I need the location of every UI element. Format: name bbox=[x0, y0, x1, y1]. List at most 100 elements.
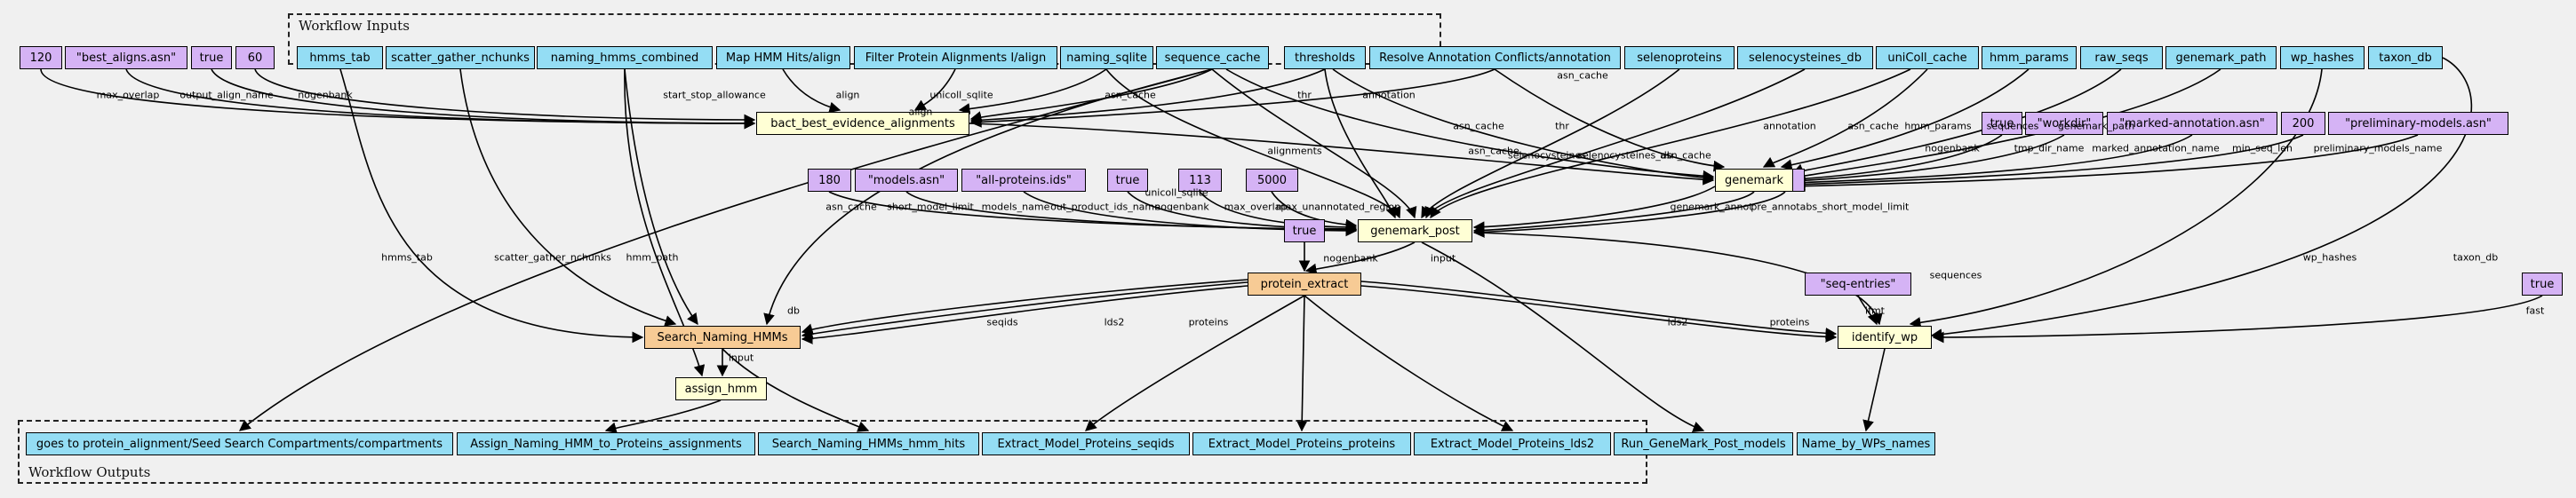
const-models-asn[interactable]: "models.asn" bbox=[855, 169, 958, 192]
edge-200-gm bbox=[1793, 134, 2304, 190]
label-alignments: alignments bbox=[1267, 145, 1322, 157]
label-preliminary-models-name: preliminary_models_name bbox=[2313, 142, 2443, 154]
label-seqids: seqids bbox=[986, 316, 1018, 328]
input-filter-protein-alignments[interactable]: Filter Protein Alignments I/align bbox=[854, 46, 1057, 69]
output-search-naming-hmms-hits[interactable]: Search_Naming_HMMs_hmm_hits bbox=[758, 432, 979, 455]
label-taxon-db: taxon_db bbox=[2452, 251, 2499, 264]
edge-filter-bact bbox=[913, 68, 956, 111]
const-true-2[interactable]: true bbox=[1982, 112, 2022, 135]
const-true-3[interactable]: true bbox=[1107, 169, 1148, 192]
label-nogenbank-gm: nogenbank bbox=[1925, 142, 1980, 154]
const-workdir[interactable]: "workdir" bbox=[2025, 112, 2103, 135]
step-bact-best-evidence-alignments[interactable]: bact_best_evidence_alignments bbox=[756, 112, 969, 135]
input-selenocysteines-db[interactable]: selenocysteines_db bbox=[1737, 46, 1873, 69]
input-naming-hmms-combined[interactable]: naming_hmms_combined bbox=[537, 46, 713, 69]
input-raw-seqs[interactable]: raw_seqs bbox=[2080, 46, 2163, 69]
const-all-proteins[interactable]: "all-proteins.ids" bbox=[961, 169, 1086, 192]
label-genemark-path: genemark_path bbox=[2057, 120, 2135, 132]
input-hmm-params[interactable]: hmm_params bbox=[1982, 46, 2077, 69]
edge-thresholds-gm bbox=[1332, 68, 1715, 184]
const-5000[interactable]: 5000 bbox=[1246, 169, 1298, 192]
input-map-hmm-hits[interactable]: Map HMM Hits/align bbox=[716, 46, 850, 69]
output-extract-model-proteins-lds2[interactable]: Extract_Model_Proteins_lds2 bbox=[1414, 432, 1611, 455]
edge-5000-post bbox=[1271, 191, 1358, 231]
output-protein-alignment-compartments[interactable]: goes to protein_alignment/Seed Search Co… bbox=[26, 432, 453, 455]
label-marked-annotation-name: marked_annotation_name bbox=[2092, 142, 2220, 154]
edge-scatter-search bbox=[459, 68, 677, 327]
const-marked-annotation[interactable]: "marked-annotation.asn" bbox=[2107, 112, 2277, 135]
input-sequence-cache[interactable]: sequence_cache bbox=[1156, 46, 1269, 69]
const-preliminary-models[interactable]: "preliminary-models.asn" bbox=[2328, 112, 2508, 135]
step-genemark[interactable]: genemark bbox=[1715, 169, 1793, 192]
const-200[interactable]: 200 bbox=[2281, 112, 2325, 135]
label-selenocysteines: selenocysteines bbox=[1508, 149, 1586, 162]
edge-taxon-wp bbox=[1930, 57, 2473, 340]
input-unicoll-cache[interactable]: uniColl_cache bbox=[1876, 46, 1979, 69]
input-thresholds[interactable]: thresholds bbox=[1284, 46, 1366, 69]
edge-113-post bbox=[1199, 191, 1358, 233]
const-60-a[interactable]: 60 bbox=[235, 46, 275, 69]
edge-marked-gm bbox=[1793, 134, 2193, 188]
label-hmm-params: hmm_params bbox=[1904, 120, 1972, 132]
label-start-stop-allowance: start_stop_allowance bbox=[663, 89, 766, 101]
label-asn-cache-gm2: asn_cache bbox=[1847, 120, 1899, 132]
edge-post-wp bbox=[1473, 232, 1883, 326]
label-sequences-gm: sequences bbox=[1986, 120, 2039, 132]
step-protein-extract[interactable]: protein_extract bbox=[1248, 273, 1361, 296]
edge-prelim-gm bbox=[1793, 134, 2419, 192]
const-best-aligns[interactable]: "best_aligns.asn" bbox=[65, 46, 187, 69]
input-taxon-db[interactable]: taxon_db bbox=[2368, 46, 2443, 69]
input-naming-sqlite[interactable]: naming_sqlite bbox=[1060, 46, 1153, 69]
edge-unicoll-gm bbox=[1762, 68, 1928, 168]
edge-naminghmms-search bbox=[624, 68, 698, 326]
input-genemark-path[interactable]: genemark_path bbox=[2165, 46, 2277, 69]
step-genemark-post[interactable]: genemark_post bbox=[1358, 219, 1472, 242]
edge-seqcache-bact bbox=[969, 68, 1213, 123]
output-extract-model-proteins-proteins[interactable]: Extract_Model_Proteins_proteins bbox=[1192, 432, 1411, 455]
input-scatter-gather-nchunks[interactable]: scatter_gather_nchunks bbox=[386, 46, 535, 69]
label-tmp-dir-name: tmp_dir_name bbox=[2014, 142, 2085, 154]
input-selenoproteins[interactable]: selenoproteins bbox=[1624, 46, 1735, 69]
step-identify-wp[interactable]: identify_wp bbox=[1838, 326, 1932, 349]
edge-thresholds-post bbox=[1324, 68, 1397, 219]
step-search-naming-hmms[interactable]: Search_Naming_HMMs bbox=[644, 326, 801, 349]
label-thr-bact: thr bbox=[1297, 89, 1312, 101]
input-resolve-annotation-conflicts[interactable]: Resolve Annotation Conflicts/annotation bbox=[1369, 46, 1621, 69]
label-db: db bbox=[787, 304, 800, 317]
edge-true2-gm bbox=[1793, 134, 2003, 185]
const-true-4[interactable]: true bbox=[1284, 219, 1325, 242]
const-113[interactable]: 113 bbox=[1178, 169, 1222, 192]
edge-unicoll-post bbox=[1430, 68, 1911, 219]
input-wp-hashes[interactable]: wp_hashes bbox=[2280, 46, 2365, 69]
output-extract-model-proteins-seqids[interactable]: Extract_Model_Proteins_seqids bbox=[982, 432, 1190, 455]
label-pre-annot: pre_annot bbox=[1751, 201, 1800, 213]
label-hmm-path: hmm_path bbox=[626, 251, 679, 264]
label-asn-cache-top: asn_cache bbox=[1557, 69, 1608, 82]
edge-rawseqs-gm bbox=[1791, 68, 2122, 175]
edge-selenoproteins-post bbox=[1421, 68, 1680, 219]
edge-protein-out-proteins bbox=[1296, 295, 1308, 432]
edge-maphmm-bact bbox=[782, 68, 841, 114]
output-assign-naming-hmm[interactable]: Assign_Naming_HMM_to_Proteins_assignment… bbox=[457, 432, 755, 455]
edge-wphashes-wp bbox=[1909, 68, 2323, 328]
const-true-1[interactable]: true bbox=[191, 46, 232, 69]
label-max-overlap: max_overlap bbox=[96, 89, 160, 101]
edge-60a-bact bbox=[254, 68, 756, 126]
label-unicoll-sqlite-post: unicoll_sqlite bbox=[1144, 186, 1208, 199]
const-180[interactable]: 180 bbox=[808, 169, 851, 192]
edge-true5-wp bbox=[1932, 295, 2543, 344]
output-name-by-wps-names[interactable]: Name_by_WPs_names bbox=[1797, 432, 1935, 455]
step-assign-hmm[interactable]: assign_hmm bbox=[675, 377, 767, 400]
input-hmms-tab[interactable]: hmms_tab bbox=[297, 46, 383, 69]
output-run-genemark-post-models[interactable]: Run_GeneMark_Post_models bbox=[1614, 432, 1793, 455]
edge-protein-search-seqids bbox=[801, 279, 1248, 335]
label-asn-cache-post2: asn_cache bbox=[1660, 149, 1711, 162]
label-align-1: align bbox=[835, 89, 860, 101]
workflow-inputs-label: Workflow Inputs bbox=[299, 18, 410, 34]
edge-protein-wp-lds2 bbox=[1360, 281, 1838, 339]
edge-search-out-hits bbox=[722, 348, 870, 432]
const-seq-entries[interactable]: "seq-entries" bbox=[1805, 273, 1911, 296]
const-true-5[interactable]: true bbox=[2522, 273, 2563, 296]
const-120[interactable]: 120 bbox=[20, 46, 62, 69]
